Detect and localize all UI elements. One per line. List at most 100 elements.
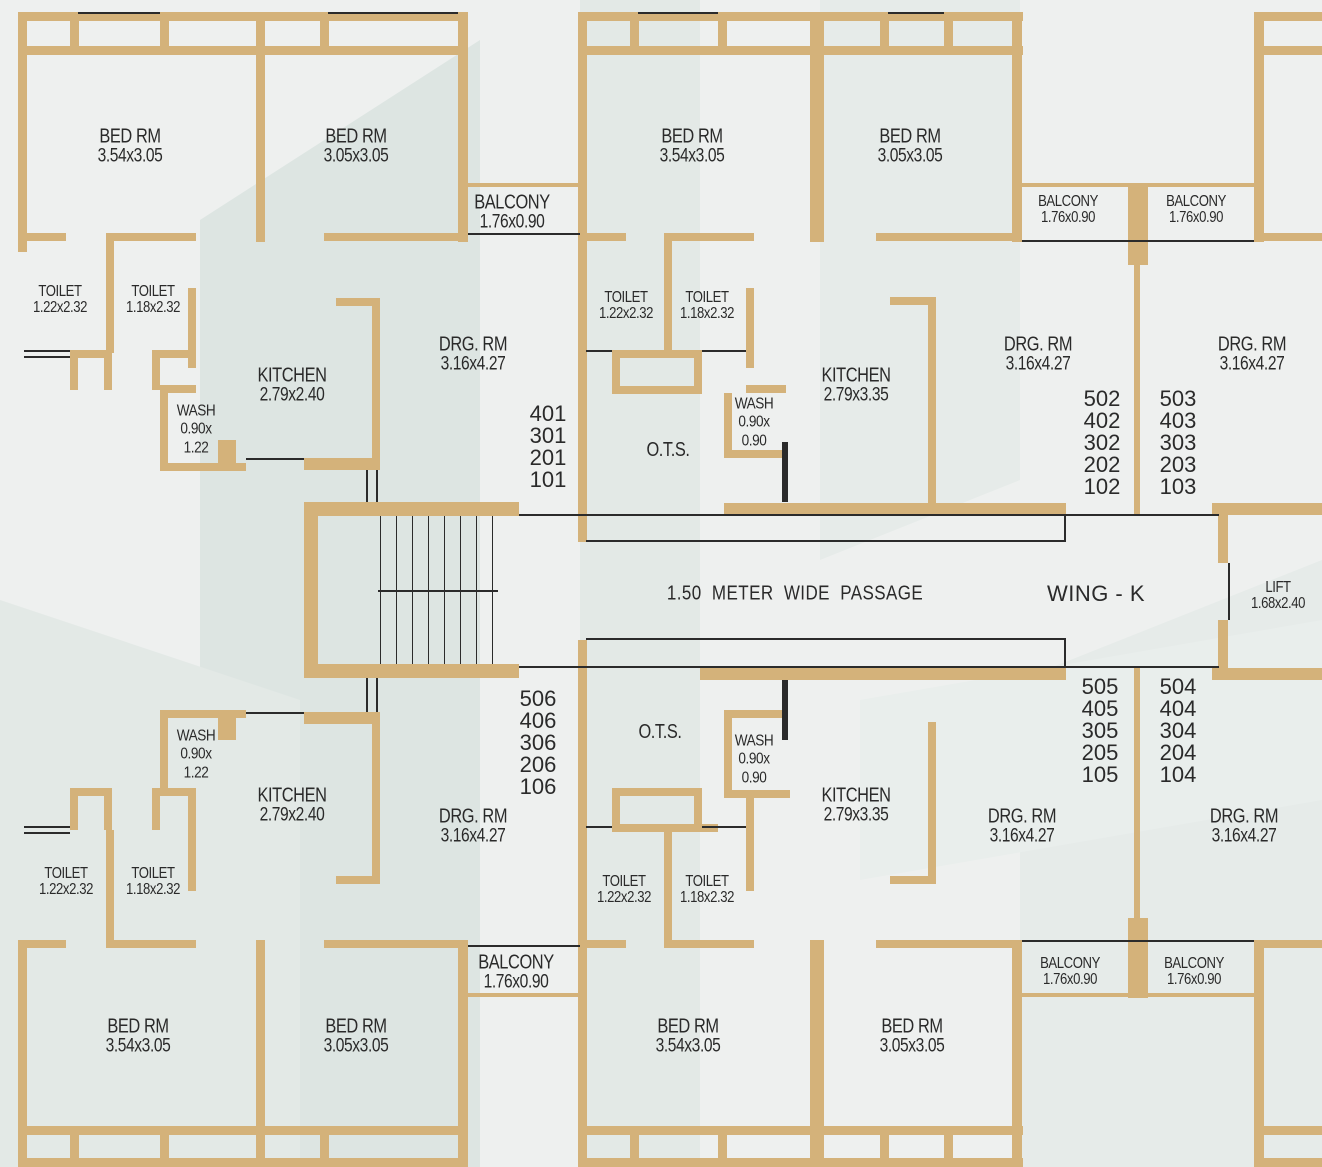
room-label: O.T.S. [638, 721, 682, 743]
wall [612, 824, 718, 832]
passage-label: 1.50 METER WIDE PASSAGE [666, 582, 924, 605]
stair-step [412, 516, 413, 664]
window [1022, 240, 1254, 242]
stair-rail [366, 678, 368, 712]
passage-edge [519, 514, 1219, 516]
wall [256, 12, 265, 242]
wall [664, 233, 672, 353]
window [638, 12, 718, 14]
window [702, 350, 746, 352]
duct [782, 442, 788, 502]
wall [944, 1126, 953, 1167]
wall [152, 788, 196, 796]
wall [18, 1158, 468, 1167]
wall [160, 385, 196, 393]
wall [664, 233, 754, 241]
window [246, 712, 304, 714]
wall [578, 1126, 1023, 1135]
wall [188, 288, 196, 368]
wall [304, 712, 380, 724]
wall [160, 1126, 169, 1167]
wall [612, 788, 702, 796]
wall [724, 503, 1066, 515]
stair-rail [366, 470, 368, 502]
stair-step [460, 516, 461, 664]
wall [810, 12, 824, 242]
wall [106, 830, 114, 942]
wall [1254, 1158, 1322, 1167]
wall [320, 12, 329, 52]
wall [336, 298, 380, 306]
wall [106, 233, 114, 353]
wall [876, 233, 1022, 241]
wall [694, 350, 702, 394]
wall [694, 788, 702, 832]
wall [612, 788, 620, 832]
window [24, 832, 70, 834]
wall [1254, 940, 1322, 948]
window [328, 12, 458, 14]
wall [578, 1158, 1023, 1167]
wall [578, 12, 1023, 21]
wall [880, 12, 889, 52]
stair-landing [378, 590, 498, 592]
passage-edge [586, 540, 1066, 542]
wall [160, 12, 169, 52]
wall [160, 710, 168, 796]
wall [160, 463, 246, 471]
wall [876, 940, 1022, 948]
wall [1128, 918, 1148, 998]
duct [782, 680, 788, 740]
wall [1212, 668, 1322, 680]
wall [1254, 12, 1322, 21]
wall [718, 1126, 727, 1167]
wall [256, 940, 265, 1167]
wall [746, 288, 754, 368]
window [1022, 940, 1254, 942]
wall [372, 298, 380, 470]
stair-step [492, 516, 493, 664]
wall [944, 12, 953, 52]
wall [928, 297, 936, 507]
wall [18, 940, 66, 948]
wall [1254, 940, 1264, 1167]
wall [106, 233, 196, 241]
wall [1254, 12, 1264, 242]
wall [1254, 233, 1322, 241]
stair-step [444, 516, 445, 664]
wall [458, 12, 468, 242]
wall [1254, 46, 1322, 55]
wall [612, 350, 702, 358]
wall [724, 790, 790, 798]
wall [1212, 503, 1322, 515]
wall [188, 795, 196, 891]
wall [18, 12, 27, 252]
wall [70, 788, 112, 796]
wall [578, 12, 587, 542]
wall [18, 940, 27, 1167]
wall [1012, 940, 1022, 1167]
wall [810, 940, 824, 1167]
wall [70, 350, 78, 390]
